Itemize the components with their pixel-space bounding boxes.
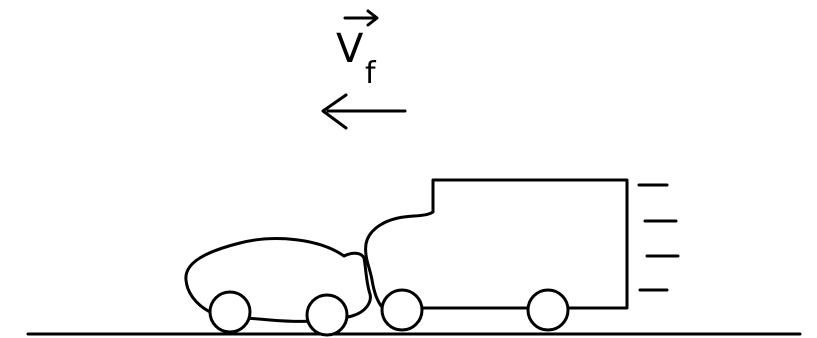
vector-arrow-accent <box>343 9 379 27</box>
truck-wheel-front <box>380 288 424 332</box>
motion-lines <box>637 183 680 292</box>
velocity-subscript: f <box>365 56 377 91</box>
car-wheel-rear <box>208 290 252 334</box>
car-body <box>184 237 372 323</box>
car <box>184 237 372 337</box>
velocity-arrow <box>321 93 407 130</box>
truck-wheel-rear <box>526 288 570 332</box>
velocity-symbol: V <box>336 26 364 72</box>
truck-body <box>364 178 629 310</box>
truck <box>364 178 629 332</box>
car-wheel-front <box>305 293 349 337</box>
velocity-label: V f <box>336 9 379 91</box>
